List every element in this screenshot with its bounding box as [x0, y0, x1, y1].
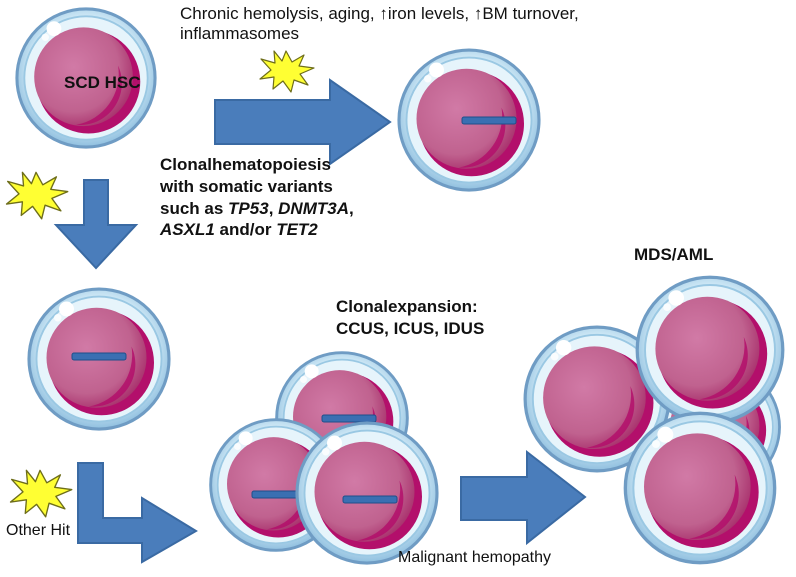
- ch-sep1: ,: [268, 198, 279, 218]
- arrow-bent-bottom: [77, 462, 198, 564]
- star-other-hit: [9, 469, 73, 518]
- malignant-hemopathy-label: Malignant hemopathy: [398, 549, 551, 566]
- mutation-bar: [342, 495, 398, 504]
- arrow-right-top: [214, 78, 392, 166]
- mds-aml-label: MDS/AML: [634, 245, 714, 264]
- ce-line1: Clonalexpansion:: [336, 297, 478, 316]
- clonal-expansion-cluster: [209, 351, 439, 565]
- ch-sep2: ,: [348, 198, 354, 218]
- gene-tp53: TP53: [228, 198, 269, 218]
- mutated-cell-left: [27, 287, 171, 431]
- mutated-cell-top: [397, 48, 541, 192]
- ch-line2: with somatic variants: [160, 176, 333, 196]
- star-hit-left: [5, 171, 69, 220]
- ch-prefix: such as: [160, 198, 229, 218]
- ch-line3: such as TP53, DNMT3A,: [160, 198, 354, 220]
- clonal-hematopoiesis-label: Clonalhematopoiesis with somatic variant…: [160, 154, 354, 241]
- top-caption-line1: Chronic hemolysis, aging, ↑iron levels, …: [180, 4, 579, 23]
- ch-andor: and/or: [214, 220, 277, 240]
- ch-line4: ASXL1 and/or TET2: [160, 219, 354, 241]
- hsc-label: SCD HSC: [64, 73, 141, 92]
- star-hit-top: [259, 50, 315, 93]
- other-hit-label: Other Hit: [6, 522, 71, 539]
- gene-dnmt3a: DNMT3A: [278, 198, 349, 218]
- mutation-bar: [461, 116, 517, 125]
- gene-tet2: TET2: [276, 220, 318, 240]
- arrow-down-left: [53, 179, 139, 270]
- mds-aml-cluster: [523, 275, 785, 565]
- gene-asxl1: ASXL1: [160, 220, 215, 240]
- ce-line2: CCUS, ICUS, IDUS: [336, 319, 485, 339]
- mutation-bar: [71, 352, 127, 361]
- top-caption-line2: inflammasomes: [180, 24, 300, 44]
- ch-line1: Clonalhematopoiesis: [160, 155, 331, 174]
- clonal-expansion-label: Clonalexpansion: CCUS, ICUS, IDUS: [336, 296, 484, 340]
- top-caption: Chronic hemolysis, aging, ↑iron levels, …: [180, 4, 579, 45]
- arrow-right-bottom: [460, 449, 587, 546]
- mutation-bar: [321, 414, 377, 423]
